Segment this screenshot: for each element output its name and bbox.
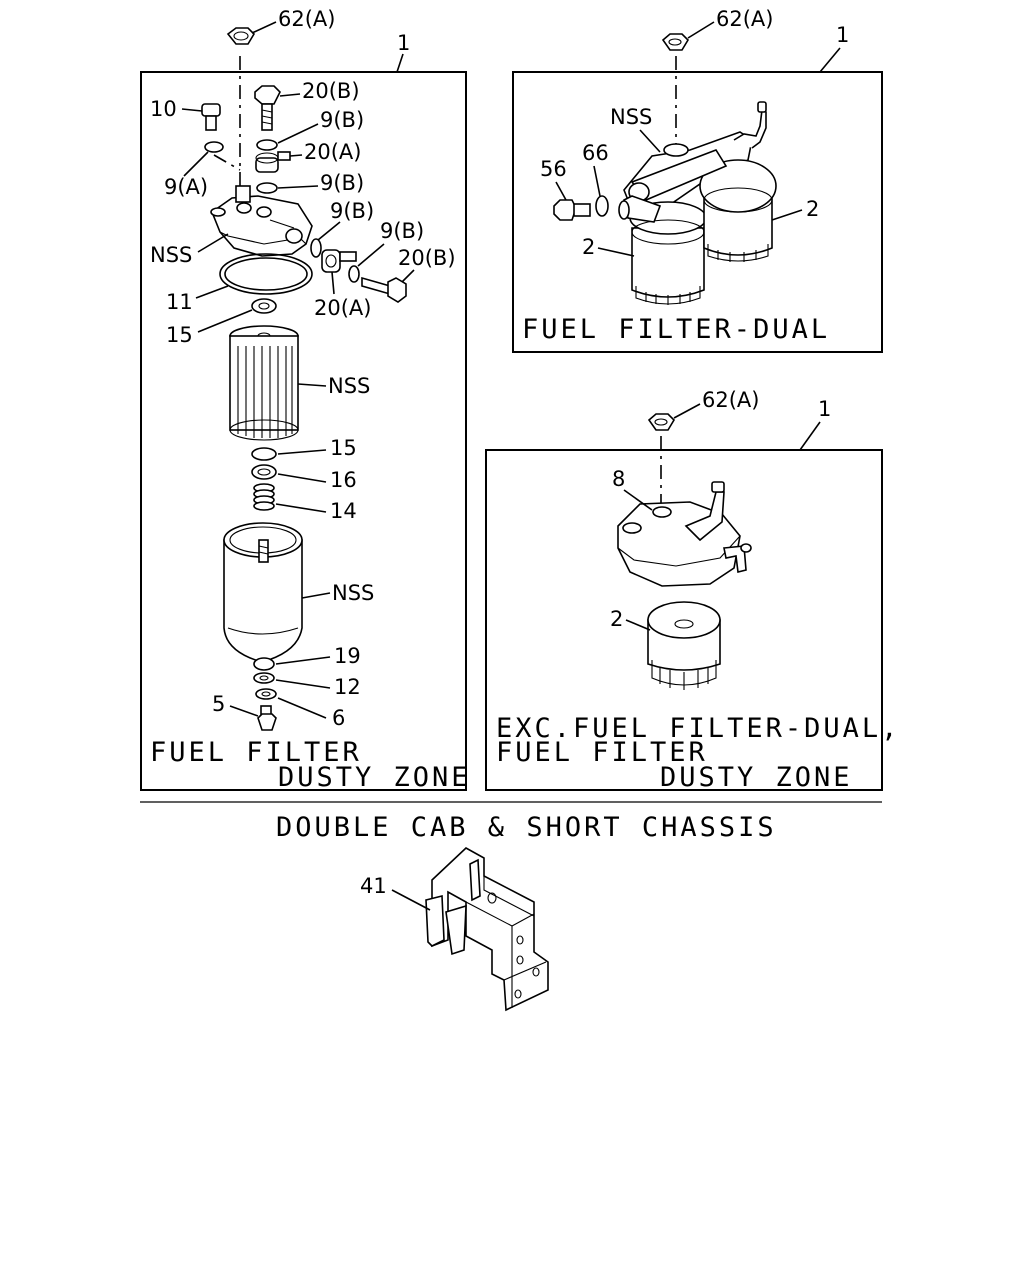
washer-9b-3-part — [310, 238, 322, 258]
panel-fuel-filter: 1 62(A) 20(B) 10 9(B) — [140, 7, 471, 793]
dual-nut-62a-part — [661, 33, 690, 51]
callout-exc-element-2: 2 — [610, 607, 623, 631]
callout-dual-element-right: 2 — [806, 197, 819, 221]
washer-9b-1-part — [256, 139, 278, 151]
panel-dual: 1 62(A) — [512, 7, 883, 353]
ring-16-part — [251, 464, 277, 480]
callout-washer-9b-2: 9(B) — [320, 171, 364, 195]
panel-dual-caption: FUEL FILTER-DUAL — [522, 314, 830, 345]
panel-dual-frame — [512, 71, 883, 353]
ring-12-part — [253, 672, 275, 684]
dual-tube-part — [618, 149, 728, 223]
exc-nut-62a-part — [647, 413, 676, 431]
panel-dual-assembly-callout: 1 — [836, 23, 849, 47]
bolt-20b-right-part — [361, 276, 407, 303]
dual-element-right-part — [699, 159, 777, 262]
callout-seal-19: 19 — [334, 644, 361, 668]
callout-washer-6: 6 — [332, 706, 345, 730]
eyebolt-20a-low-part — [321, 249, 357, 273]
seal-19-part — [253, 657, 275, 671]
exc-head-8-part — [617, 481, 752, 587]
panel-exc-assembly-callout: 1 — [818, 397, 831, 421]
panel-fuel-filter-caption-1: FUEL FILTER — [150, 737, 362, 768]
callout-eyebolt-20a-low: 20(A) — [314, 296, 371, 320]
callout-dual-nss: NSS — [610, 105, 652, 129]
panel-fuel-filter-caption-2: DUSTY ZONE — [278, 762, 471, 793]
washer-9a-part — [204, 141, 224, 153]
bolt-56-part — [553, 199, 591, 221]
plug-10-part — [201, 103, 221, 131]
callout-bolt-56: 56 — [540, 157, 567, 181]
section-title: DOUBLE CAB & SHORT CHASSIS — [276, 812, 777, 843]
callout-eyebolt-20a: 20(A) — [304, 140, 361, 164]
bolt-20b-part — [254, 85, 281, 131]
callout-head-nss: NSS — [150, 243, 192, 267]
callout-washer-9b-4: 9(B) — [380, 219, 424, 243]
eyebolt-20a-part — [255, 151, 291, 173]
panel-exc-caption-2: FUEL FILTER — [496, 737, 708, 768]
callout-washer-9b-3: 9(B) — [330, 199, 374, 223]
callout-nut-62a: 62(A) — [278, 7, 335, 31]
nut-62a-part — [226, 27, 256, 45]
callout-bolt-20b-right: 20(B) — [398, 246, 456, 270]
callout-dual-nut-62a: 62(A) — [716, 7, 773, 31]
panel-exc-caption-1: EXC.FUEL FILTER-DUAL, — [496, 713, 900, 744]
filter-bowl-part — [223, 522, 303, 663]
callout-seal-15-low: 15 — [330, 436, 357, 460]
washer-6-part — [255, 688, 277, 700]
washer-9b-2-part — [256, 182, 278, 194]
callout-oring-11: 11 — [166, 290, 193, 314]
exc-element-2-part — [647, 601, 721, 690]
callout-exc-head-8: 8 — [612, 467, 625, 491]
plug-5-part — [257, 705, 277, 731]
callout-seal-15-top: 15 — [166, 323, 193, 347]
washer-9b-4-part — [348, 265, 360, 283]
washer-66-part — [595, 195, 609, 217]
panel-fuel-filter-assembly-callout: 1 — [397, 31, 410, 55]
callout-bolt-20b-top: 20(B) — [302, 79, 360, 103]
panel-fuel-filter-frame — [140, 71, 467, 791]
callout-bracket-41: 41 — [360, 874, 387, 898]
filter-element-part — [229, 325, 299, 441]
seal-15-top-part — [251, 298, 277, 314]
bracket-41-part — [425, 847, 549, 1012]
filter-head-part — [210, 185, 313, 257]
callout-bowl-nss: NSS — [332, 581, 374, 605]
callout-ring-16: 16 — [330, 468, 357, 492]
oring-11-part — [219, 253, 313, 295]
panel-exc-frame — [485, 449, 883, 791]
callout-plug-5: 5 — [212, 692, 225, 716]
callout-element-nss: NSS — [328, 374, 370, 398]
callout-ring-12: 12 — [334, 675, 361, 699]
callout-washer-9b-1: 9(B) — [320, 108, 364, 132]
callout-spring-14: 14 — [330, 499, 357, 523]
panel-exc: 1 62(A) 8 — [485, 388, 900, 793]
callout-exc-nut-62a: 62(A) — [702, 388, 759, 412]
callout-washer-66: 66 — [582, 141, 609, 165]
spring-14-part — [253, 483, 275, 511]
panel-exc-caption-3: DUSTY ZONE — [660, 762, 853, 793]
callout-dual-element-left: 2 — [582, 235, 595, 259]
callout-washer-9a: 9(A) — [164, 175, 208, 199]
callout-plug-10: 10 — [150, 97, 177, 121]
seal-15-low-part — [251, 447, 277, 461]
